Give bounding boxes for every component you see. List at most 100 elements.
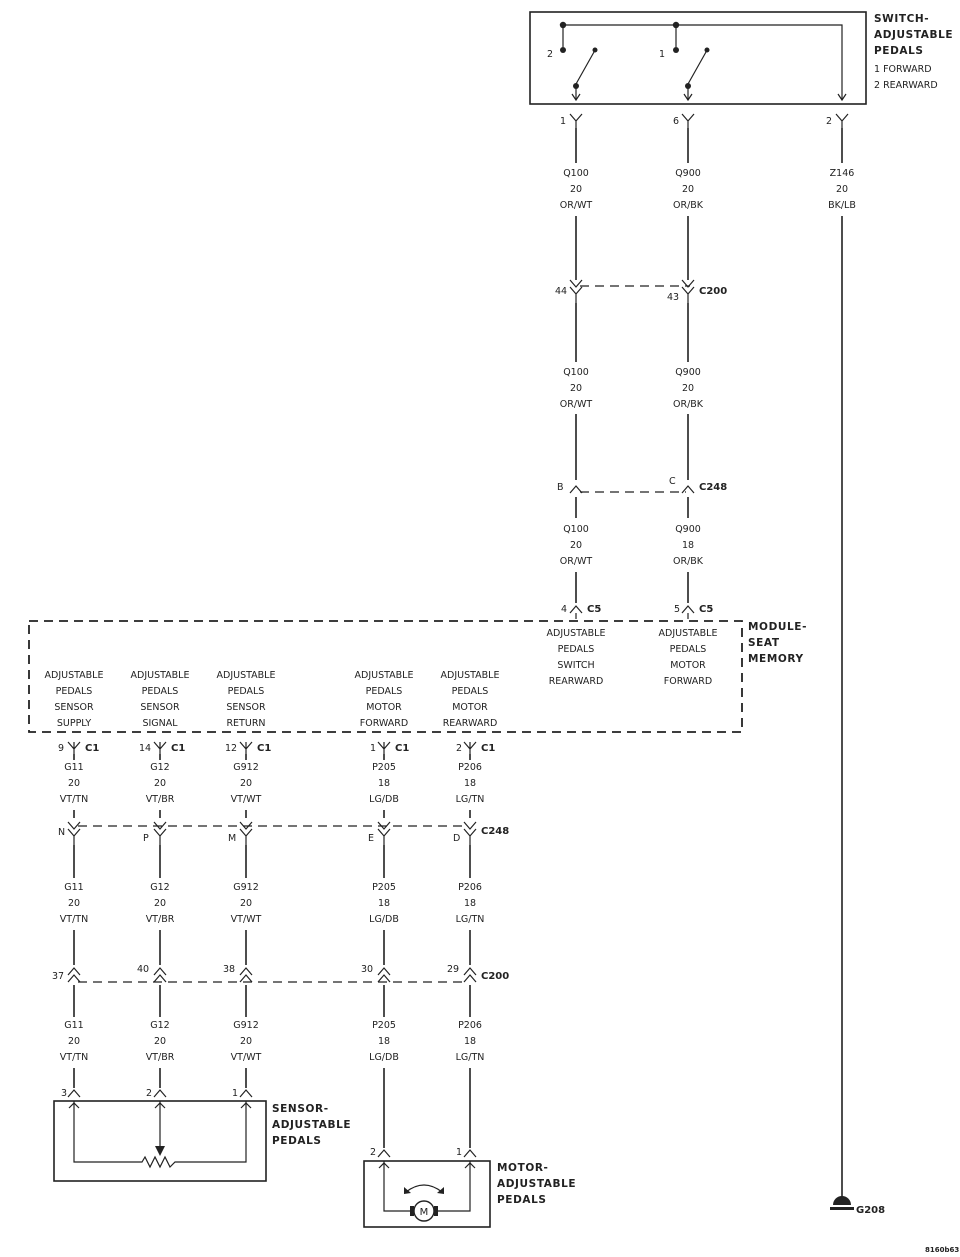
pin-label: 40: [137, 964, 149, 975]
pin-label: N: [58, 827, 65, 838]
module-function: SUPPLY: [57, 718, 91, 729]
wire-circuit: G912: [233, 762, 259, 773]
wire-labels-top: Q100 20 OR/WT Q900 20 OR/BK Z146 20 BK/L…: [560, 168, 856, 211]
module-function: ADJUSTABLE: [217, 670, 276, 681]
connector-c248-bottom: N P M E D C248: [58, 821, 509, 845]
wire-circuit: G12: [150, 762, 169, 773]
wire-circuit: G11: [64, 762, 83, 773]
module-function: PEDALS: [56, 686, 93, 697]
module-function: ADJUSTABLE: [131, 670, 190, 681]
module-function: ADJUSTABLE: [355, 670, 414, 681]
wire-color: OR/WT: [560, 399, 593, 410]
connector-c200-bottom: 37 40 38 30 29 C200: [52, 964, 509, 983]
pin-label: B: [557, 482, 564, 493]
pin-label: 44: [555, 286, 567, 297]
switch-pins: 1 6 2: [560, 113, 849, 128]
connector-name: C200: [481, 971, 509, 982]
figure-code: 8160b63: [925, 1246, 959, 1254]
switch-title: PEDALS: [874, 45, 924, 57]
pin-label: D: [453, 833, 460, 844]
wire-color: OR/WT: [560, 556, 593, 567]
pin-label: 14: [139, 743, 151, 754]
pin-label: 37: [52, 971, 64, 982]
wire-gauge: 18: [378, 898, 390, 909]
pin-label: 1: [232, 1088, 238, 1099]
sensor-title: ADJUSTABLE: [272, 1119, 351, 1131]
module-title: SEAT: [748, 637, 780, 649]
pin-label: C: [669, 476, 676, 487]
pin-label: 1: [560, 116, 566, 127]
wire-circuit: G12: [150, 882, 169, 893]
switch-adjustable-pedals: 2 1 SWITCH- ADJUSTABLE PEDALS 1 FORWARD …: [529, 11, 953, 105]
module-function: REARWARD: [549, 676, 604, 687]
wire-color: VT/BR: [146, 794, 175, 805]
wire-color: VT/BR: [146, 914, 175, 925]
ground-name: G208: [856, 1205, 885, 1216]
pin-label: 2: [146, 1088, 152, 1099]
wire-color: VT/TN: [60, 794, 88, 805]
wire-circuit: Q900: [675, 524, 701, 535]
wire-circuit: Q100: [563, 168, 589, 179]
wire-color: VT/TN: [60, 1052, 88, 1063]
pin-label: 5: [674, 604, 680, 615]
pin-label: 6: [673, 116, 679, 127]
wire-gauge: 18: [464, 778, 476, 789]
wire-color: VT/WT: [231, 914, 262, 925]
pin-label: P: [143, 833, 149, 844]
motor-symbol: M: [420, 1207, 429, 1218]
module-function: SENSOR: [140, 702, 180, 713]
connector-name: C1: [481, 743, 495, 754]
wire-labels-c5: Q100 20 OR/WT Q900 18 OR/BK: [560, 524, 704, 567]
module-function: REARWARD: [443, 718, 498, 729]
wire-labels-bottom-1: G11 20 VT/TN G12 20 VT/BR G912 20 VT/WT …: [60, 762, 485, 805]
motor-title: PEDALS: [497, 1194, 547, 1206]
wire-gauge: 18: [682, 540, 694, 551]
motor-icon: [413, 1200, 435, 1222]
module-title: MODULE-: [748, 621, 807, 633]
connector-c1: 9 C1 14 C1 12 C1 1 C1 2 C1: [58, 741, 495, 754]
wire-color: OR/BK: [673, 556, 704, 567]
wire-color: BK/LB: [828, 200, 856, 211]
sensor-title: PEDALS: [272, 1135, 322, 1147]
wire-gauge: 20: [240, 778, 252, 789]
pin-label: 9: [58, 743, 64, 754]
wire-gauge: 20: [154, 778, 166, 789]
wire-labels-mid: Q100 20 OR/WT Q900 20 OR/BK: [560, 367, 704, 410]
module-function: SIGNAL: [142, 718, 178, 729]
wire-gauge: 20: [682, 383, 694, 394]
wire-circuit: G12: [150, 1020, 169, 1031]
wire-circuit: P206: [458, 762, 482, 773]
connector-name: C200: [699, 286, 727, 297]
connector-name: C248: [481, 826, 509, 837]
wire-color: LG/TN: [456, 794, 485, 805]
wire-circuit: G11: [64, 882, 83, 893]
module-function: MOTOR: [670, 660, 706, 671]
wire-circuit: P205: [372, 762, 396, 773]
wire-gauge: 20: [570, 540, 582, 551]
module-function: ADJUSTABLE: [441, 670, 500, 681]
pin-label: 43: [667, 292, 679, 303]
module-function: PEDALS: [228, 686, 265, 697]
module-function: RETURN: [226, 718, 265, 729]
switch-contact-label: 1: [659, 49, 665, 60]
wire-color: VT/BR: [146, 1052, 175, 1063]
wire-color: OR/BK: [673, 399, 704, 410]
wire-circuit: P206: [458, 1020, 482, 1031]
wire-color: LG/TN: [456, 1052, 485, 1063]
wire-circuit: Z146: [830, 168, 855, 179]
module-function: MOTOR: [366, 702, 402, 713]
switch-legend: 2 REARWARD: [874, 80, 938, 91]
wire-gauge: 18: [378, 1036, 390, 1047]
wire-color: LG/TN: [456, 914, 485, 925]
wire-gauge: 20: [570, 184, 582, 195]
module-box: [28, 620, 743, 733]
wire-gauge: 20: [240, 1036, 252, 1047]
connector-name: C1: [171, 743, 185, 754]
switch-contact-label: 2: [547, 49, 553, 60]
module-function: ADJUSTABLE: [547, 628, 606, 639]
pin-label: 2: [826, 116, 832, 127]
wire-gauge: 20: [836, 184, 848, 195]
switch-title: SWITCH-: [874, 13, 929, 25]
sensor-title: SENSOR-: [272, 1103, 329, 1115]
switch-box: [529, 11, 867, 105]
